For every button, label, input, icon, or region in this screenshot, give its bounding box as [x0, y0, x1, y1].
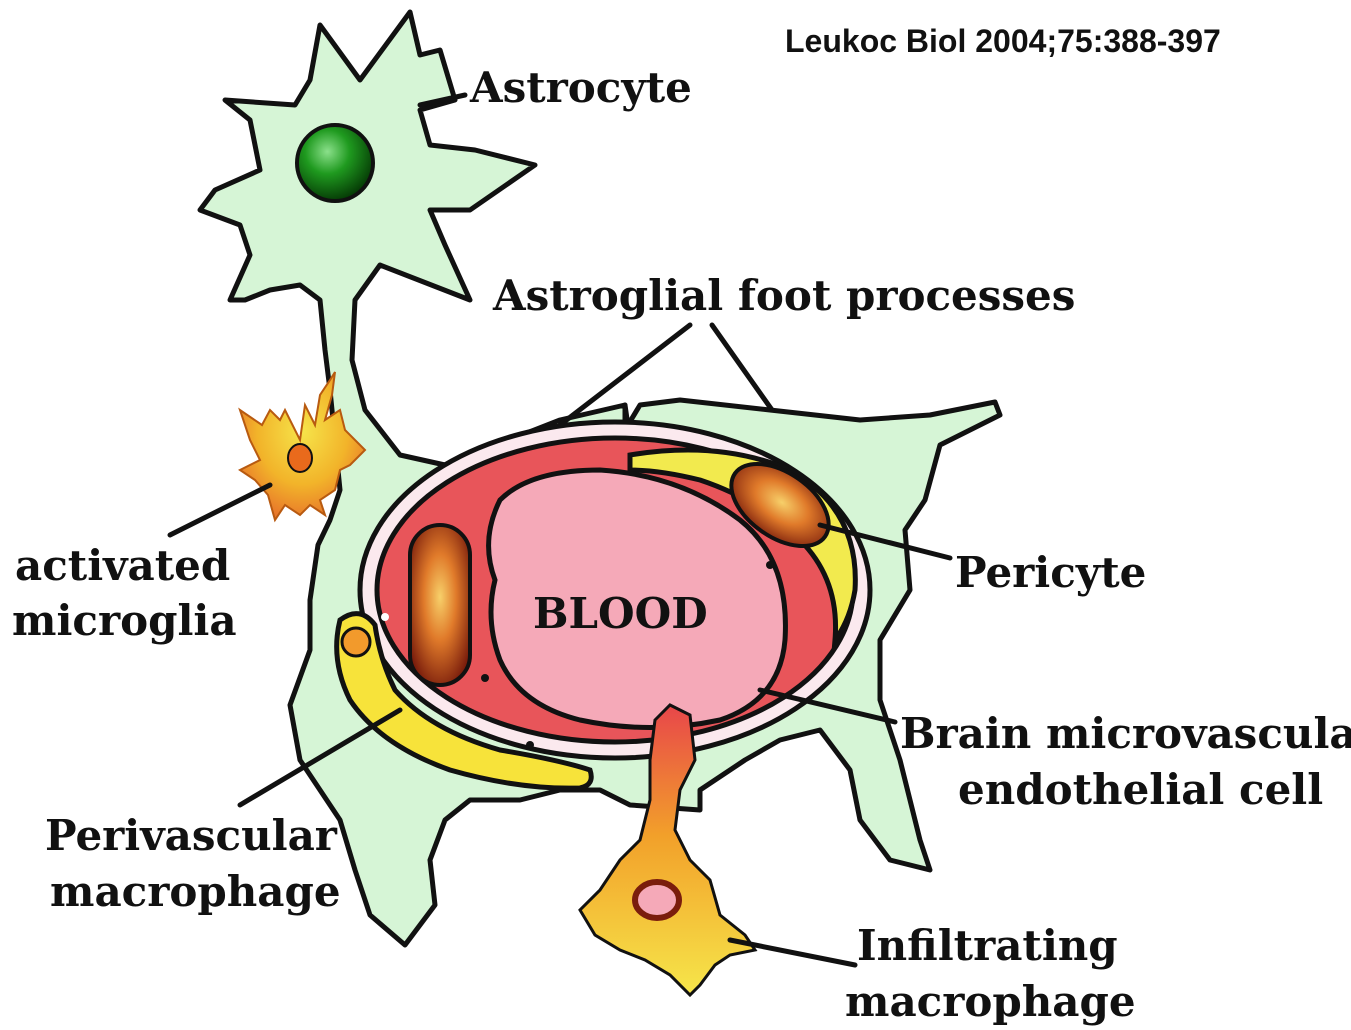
label-activated-microglia-line1: activated [15, 541, 230, 590]
label-blood: BLOOD [533, 589, 708, 638]
junction-dot [481, 674, 489, 682]
infiltrating-macrophage-nucleus [635, 882, 679, 918]
perivascular-macrophage-nucleus [342, 628, 370, 656]
label-endothelial-line1: Brain microvascular [900, 709, 1351, 758]
foot-process-pointer-right [712, 325, 772, 410]
junction-dot [526, 741, 534, 749]
junction-dot [381, 613, 389, 621]
label-astrocyte: Astrocyte [469, 63, 692, 112]
citation-text: Leukoc Biol 2004;75:388-397 [785, 23, 1221, 59]
astrocyte-nucleus [297, 125, 373, 201]
label-infiltrating-line2: macrophage [845, 977, 1136, 1026]
junction-dot [766, 561, 774, 569]
label-pericyte: Pericyte [955, 548, 1146, 597]
endothelial-nucleus [410, 525, 470, 685]
label-endothelial-line2: endothelial cell [958, 765, 1323, 814]
label-activated-microglia-line2: microglia [12, 596, 237, 645]
label-perivascular-line1: Perivascular [45, 811, 338, 860]
label-infiltrating-line1: Infiltrating [857, 921, 1118, 970]
microglia-pointer [170, 485, 270, 535]
microglia-nucleus [288, 444, 312, 472]
label-astroglial-foot-processes: Astroglial foot processes [492, 271, 1075, 320]
label-perivascular-line2: macrophage [50, 867, 341, 916]
